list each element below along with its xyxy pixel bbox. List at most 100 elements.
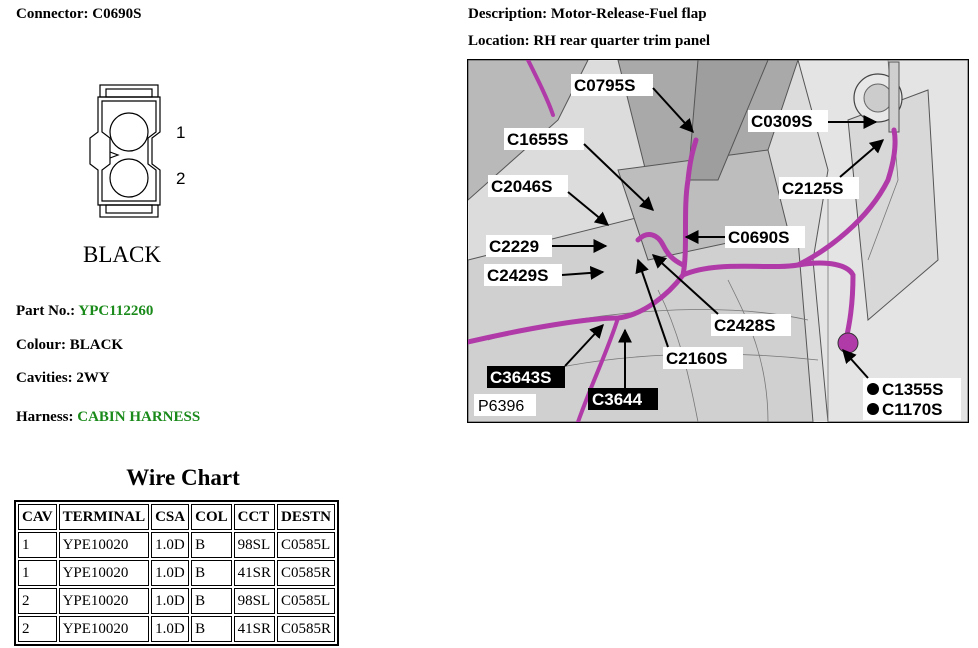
cell-destn: C0585R (276, 560, 336, 586)
column-header: CSA (151, 504, 190, 530)
callout-c2160s-text: C2160S (666, 349, 727, 368)
cell-csa: 1.0D (151, 616, 190, 642)
callout-c2125s-text: C2125S (782, 179, 843, 198)
callout-c1355s-text: C1355S (882, 380, 943, 399)
cell-col: B (191, 532, 232, 558)
fuel-filler-pipe-icon (888, 61, 900, 133)
column-header: COL (191, 504, 232, 530)
cell-csa: 1.0D (151, 588, 190, 614)
connector-id: C0690S (92, 6, 142, 22)
callout-c2229-text: C2229 (489, 237, 539, 256)
column-header: TERMINAL (58, 504, 150, 530)
callout-c3643s-text: C3643S (490, 368, 551, 387)
location-label: Location: (468, 33, 530, 49)
callout-c0795s: C0795S (571, 74, 694, 134)
callout-c2160s: C2160S (635, 258, 743, 369)
callout-c1355s: C1355S (842, 348, 961, 400)
part-no-line: Part No.: YPC112260 (16, 303, 153, 320)
cavity-2 (109, 158, 149, 198)
callout-c3644-text: C3644 (592, 390, 643, 409)
cell-csa: 1.0D (151, 532, 190, 558)
callout-c0309s-text: C0309S (751, 112, 812, 131)
part-no-link[interactable]: YPC112260 (78, 303, 154, 319)
cell-cct: 41SR (233, 616, 275, 642)
cell-cav: 2 (18, 588, 57, 614)
callout-c1655s-text: C1655S (507, 130, 568, 149)
colour-label: Colour: (16, 337, 66, 353)
callout-c3643s: C3643S (487, 323, 604, 388)
callout-c2429s-text: C2429S (487, 266, 548, 285)
callout-c2046s-text: C2046S (491, 177, 552, 196)
cell-terminal: YPE10020 (58, 560, 150, 586)
pin-2-label: 2 (176, 169, 185, 188)
cell-cav: 1 (18, 532, 57, 558)
harness-line: Harness: CABIN HARNESS (16, 409, 200, 426)
callout-c3644: C3644 (588, 328, 658, 410)
cell-terminal: YPE10020 (58, 588, 150, 614)
callout-c0690s: C0690S (684, 226, 805, 248)
cell-cav: 2 (18, 616, 57, 642)
callout-c2046s: C2046S (488, 175, 610, 226)
callout-c1655s: C1655S (504, 128, 655, 211)
callout-c2125s: C2125S (779, 139, 885, 199)
wire-chart-title: Wire Chart (126, 465, 240, 490)
callout-c1170s-text: C1170S (882, 400, 943, 419)
cell-cct: 98SL (233, 588, 275, 614)
cell-col: B (191, 588, 232, 614)
cavities-line: Cavities: 2WY (16, 370, 110, 387)
wire-chart-header-row: CAV TERMINAL CSA COL CCT DESTN (18, 504, 336, 530)
colour-line: Colour: BLACK (16, 337, 123, 354)
table-row: 2 YPE10020 1.0D B 98SL C0585L (18, 588, 336, 614)
callout-c0690s-text: C0690S (728, 228, 789, 247)
callout-c2428s: C2428S (651, 254, 791, 336)
cell-cct: 41SR (233, 560, 275, 586)
cavities-value: 2WY (76, 370, 110, 386)
wire-chart-table: CAV TERMINAL CSA COL CCT DESTN 1 YPE1002… (14, 500, 340, 646)
fuel-filler-cap-icon (863, 83, 893, 113)
column-header: CAV (18, 504, 57, 530)
description-line: Description: Motor-Release-Fuel flap (468, 6, 707, 23)
connector-label: Connector: (16, 6, 89, 22)
pin-1-label: 1 (176, 123, 185, 142)
cavity-1 (109, 112, 149, 152)
cabin-harness-icon (468, 60, 898, 422)
part-no-label: Part No.: (16, 303, 76, 319)
harness-link[interactable]: CABIN HARNESS (77, 409, 201, 425)
cell-cct: 98SL (233, 532, 275, 558)
cell-terminal: YPE10020 (58, 532, 150, 558)
description-value: Motor-Release-Fuel flap (550, 6, 707, 22)
callout-c1170s: C1170S (863, 398, 961, 420)
location-line: Location: RH rear quarter trim panel (468, 33, 710, 50)
table-row: 2 YPE10020 1.0D B 41SR C0585R (18, 616, 336, 642)
vehicle-interior-drawing: C0795S C1655S C2046S C2229 C2429S (468, 60, 968, 422)
cell-csa: 1.0D (151, 560, 190, 586)
cell-destn: C0585R (276, 616, 336, 642)
figure-id: P6396 (478, 398, 524, 415)
cell-destn: C0585L (276, 532, 336, 558)
bullet-icon (867, 403, 879, 415)
colour-value: BLACK (69, 337, 124, 353)
location-illustration: C0795S C1655S C2046S C2229 C2429S (467, 59, 969, 423)
connector-face-diagram: 1 2 BLACK (83, 84, 185, 267)
description-label: Description: (468, 6, 548, 22)
connector-heading: Connector: C0690S (16, 6, 141, 23)
cell-terminal: YPE10020 (58, 616, 150, 642)
cell-col: B (191, 616, 232, 642)
cavities-label: Cavities: (16, 370, 73, 386)
cell-destn: C0585L (276, 588, 336, 614)
bullet-icon (867, 383, 879, 395)
table-row: 1 YPE10020 1.0D B 41SR C0585R (18, 560, 336, 586)
callout-c2229: C2229 (486, 235, 608, 257)
callout-c0795s-text: C0795S (574, 76, 635, 95)
harness-label: Harness: (16, 409, 74, 425)
column-header: DESTN (276, 504, 336, 530)
callout-c2429s: C2429S (484, 264, 605, 286)
table-row: 1 YPE10020 1.0D B 98SL C0585L (18, 532, 336, 558)
callout-c0309s: C0309S (748, 110, 878, 132)
grommet-icon (837, 332, 859, 354)
connector-colour-caption: BLACK (83, 242, 161, 267)
column-header: CCT (233, 504, 275, 530)
location-value: RH rear quarter trim panel (533, 33, 711, 49)
cell-col: B (191, 560, 232, 586)
callout-c2428s-text: C2428S (714, 316, 775, 335)
